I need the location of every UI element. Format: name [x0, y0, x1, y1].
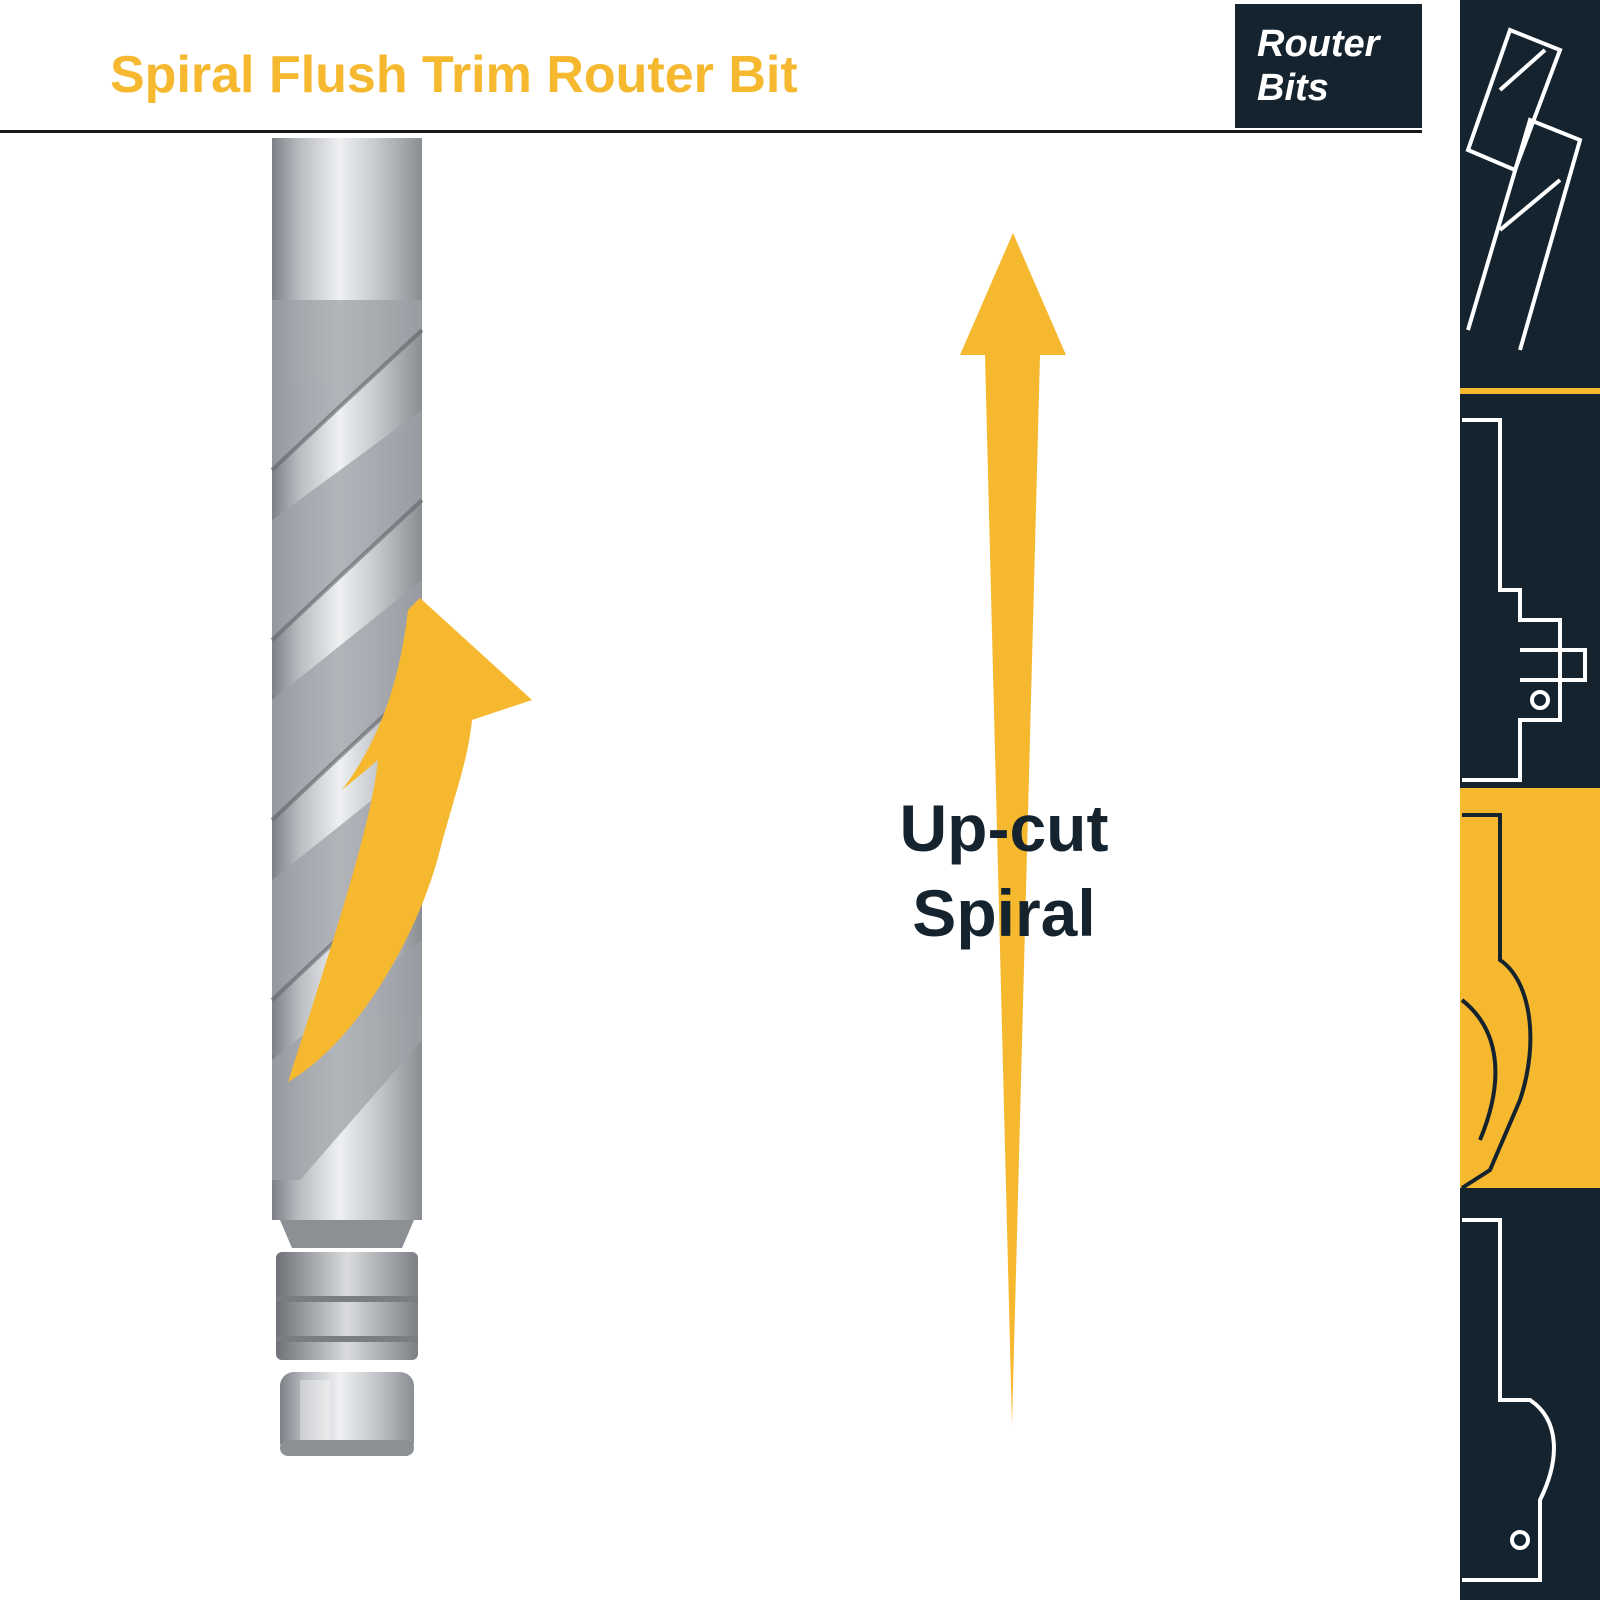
- upward-arrow: [960, 233, 1066, 1425]
- brand-logo: Router Bits: [1235, 4, 1422, 128]
- header-divider: [0, 130, 1422, 133]
- upcut-label-line-1: Up-cut: [899, 791, 1109, 865]
- router-bit-outline-icons: [1460, 0, 1600, 1600]
- upcut-curved-arrow: [288, 598, 532, 1082]
- page-title: Spiral Flush Trim Router Bit: [110, 46, 798, 104]
- logo-line-1: Router: [1257, 23, 1380, 65]
- logo-line-2: Bits: [1257, 67, 1329, 109]
- upcut-label-line-2: Spiral: [912, 876, 1096, 950]
